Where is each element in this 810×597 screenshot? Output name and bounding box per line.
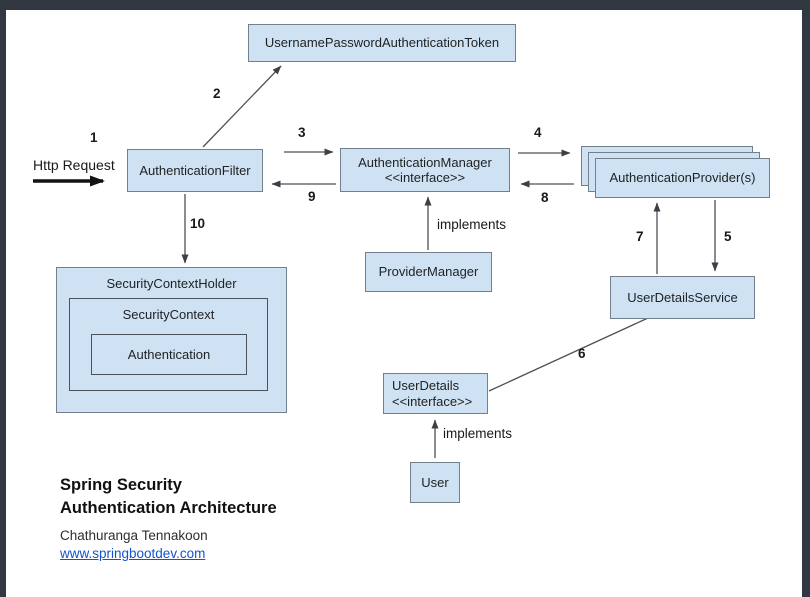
step-number-9: 9 (308, 189, 316, 204)
step-number-3: 3 (298, 125, 306, 140)
node-label: Authentication (127, 346, 211, 362)
node-authentication-providers: AuthenticationProvider(s) (595, 158, 770, 198)
step-number-5: 5 (724, 229, 732, 244)
author-name: Chathuranga Tennakoon (60, 528, 208, 543)
http-request-label: Http Request (33, 157, 115, 173)
node-label: AuthenticationProvider(s) (609, 170, 756, 186)
step-number-2: 2 (213, 86, 221, 101)
implements-label-manager: implements (437, 217, 507, 232)
node-label: AuthenticationManager (358, 154, 492, 170)
step-number-4: 4 (534, 125, 542, 140)
step-number-1: 1 (90, 130, 98, 145)
website-link[interactable]: www.springbootdev.com (60, 546, 206, 561)
diagram-title: Spring Security Authentication Architect… (60, 474, 277, 519)
step-number-6: 6 (578, 346, 586, 361)
node-user-details-service: UserDetailsService (610, 276, 755, 319)
node-user: User (410, 462, 460, 503)
node-authentication-manager: AuthenticationManager <<interface>> (340, 148, 510, 192)
node-username-password-authentication-token: UsernamePasswordAuthenticationToken (248, 24, 516, 62)
node-authentication-filter: AuthenticationFilter (127, 149, 263, 192)
node-label: SecurityContextHolder (106, 276, 237, 291)
node-label: UsernamePasswordAuthenticationToken (264, 35, 500, 51)
node-provider-manager: ProviderManager (365, 252, 492, 292)
node-stereotype: <<interface>> (384, 170, 466, 185)
step-number-8: 8 (541, 190, 549, 205)
diagram-title-line1: Spring Security (60, 476, 182, 494)
window-frame-right (802, 0, 810, 597)
node-authentication: Authentication (91, 334, 247, 375)
node-label: UserDetailsService (627, 289, 738, 305)
node-label: ProviderManager (378, 264, 479, 280)
node-label: User (421, 474, 449, 490)
implements-label-userdetails: implements (443, 426, 513, 441)
arrow-step-2 (202, 65, 282, 148)
node-user-details: UserDetails <<interface>> (383, 373, 488, 414)
node-stereotype: <<interface>> (392, 393, 473, 409)
step-number-10: 10 (190, 216, 206, 231)
node-label: SecurityContext (122, 307, 215, 322)
line-step-6 (488, 317, 649, 392)
diagram-title-line2: Authentication Architecture (60, 498, 277, 517)
step-number-7: 7 (636, 229, 644, 244)
window-frame-top (0, 0, 810, 10)
node-label: AuthenticationFilter (139, 162, 251, 178)
node-label: UserDetails (392, 378, 460, 394)
window-frame-left (0, 0, 6, 597)
